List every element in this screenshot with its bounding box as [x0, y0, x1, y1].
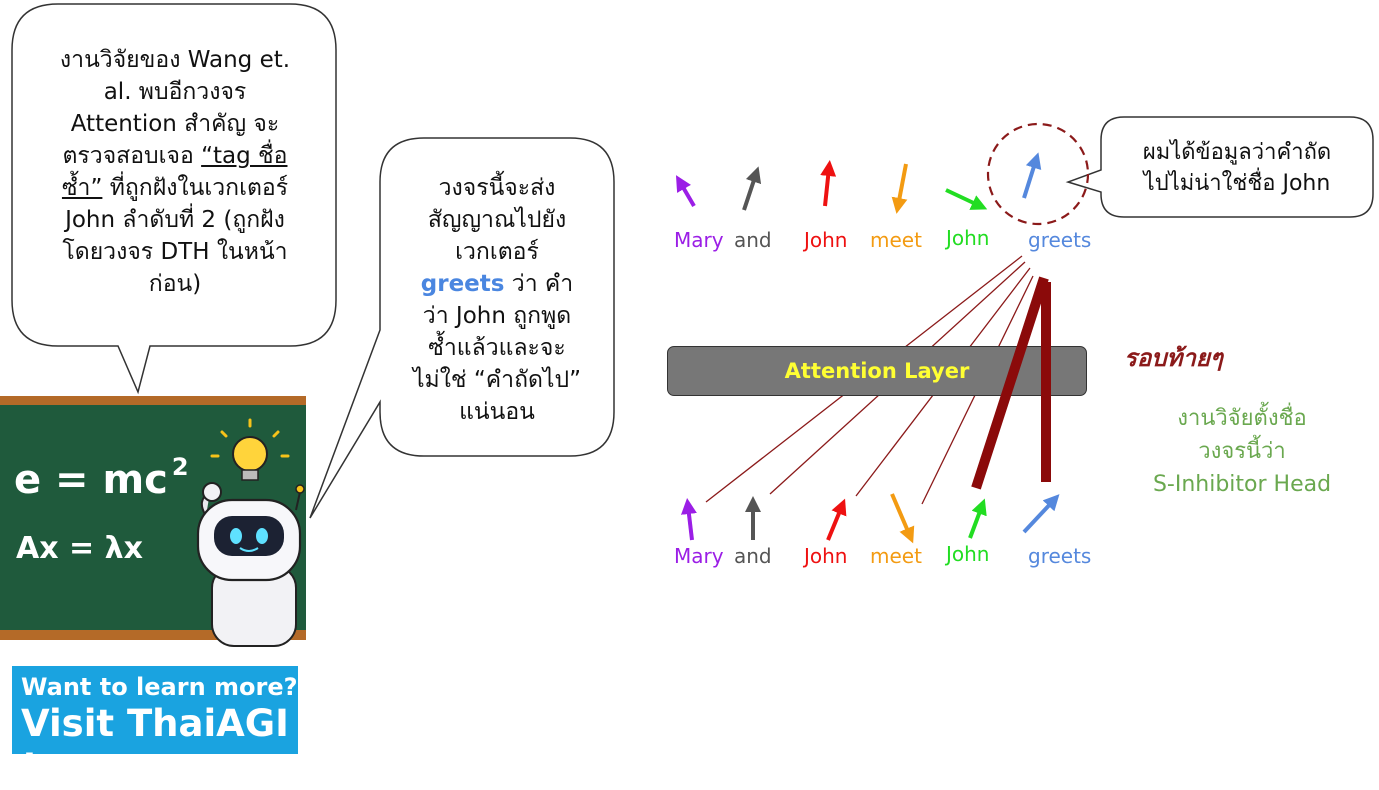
- banner-line-2: Visit ThaiAGI !: [21, 702, 289, 789]
- greets-highlight: greets: [420, 271, 505, 297]
- attention-line-strong: [971, 276, 1049, 490]
- middle-bubble-line: แน่นอน: [459, 399, 535, 425]
- research-note: งานวิจัยตั้งชื่อ วงจรนี้ว่า S-Inhibitor …: [1130, 402, 1354, 501]
- left-bubble-line: Attention สำคัญ จะ: [70, 111, 280, 137]
- right-speech-bubble: [1065, 116, 1374, 218]
- middle-speech-bubble: [309, 137, 615, 519]
- research-note-line: S-Inhibitor Head: [1152, 472, 1332, 497]
- thaiagi-banner[interactable]: Want to learn more? Visit ThaiAGI !: [12, 666, 298, 789]
- middle-bubble-line: greets ว่า คำ: [388, 268, 606, 300]
- token-bottom: John: [804, 544, 848, 568]
- arrow-icon: [826, 498, 847, 541]
- left-bubble-line: ตรวจสอบเจอ “tag ชื่อ: [30, 140, 320, 172]
- late-layers-label: รอบท้ายๆ: [1124, 344, 1223, 372]
- arrow-icon: [680, 498, 697, 541]
- robot-icon: [196, 482, 305, 647]
- arrow-icon: [968, 498, 987, 539]
- attention-layer-label: Attention Layer: [784, 359, 970, 383]
- token-arrows: [675, 152, 1060, 544]
- left-bubble-fragment: ที่ถูกฝังในเวกเตอร์: [102, 175, 289, 201]
- left-bubble-text: งานวิจัยของ Wang et. al. พบอีกวงจร Atten…: [30, 44, 320, 300]
- middle-bubble-line: วงจรนี้จะส่ง: [438, 175, 556, 201]
- left-speech-bubble: [11, 3, 337, 395]
- lightbulb-icon: [210, 418, 290, 481]
- token-top: greets: [1028, 228, 1092, 252]
- arrow-icon: [890, 493, 915, 544]
- middle-bubble-line: ว่า John ถูกพูด: [422, 303, 572, 329]
- middle-bubble-fragment: ว่า คำ: [504, 271, 574, 297]
- left-bubble-line: John ลำดับที่ 2 (ถูกฝัง: [65, 207, 285, 233]
- robot-illustration: [196, 418, 305, 647]
- left-bubble-underlined: ซ้ำ”: [61, 175, 103, 201]
- token-bottom: greets: [1028, 544, 1092, 568]
- left-bubble-line: al. พบอีกวงจร: [103, 79, 247, 105]
- middle-bubble-text: วงจรนี้จะส่ง สัญญาณไปยัง เวกเตอร์ greets…: [388, 172, 606, 428]
- bubbles-layer: [11, 3, 1374, 519]
- arrow-icon: [1022, 152, 1042, 199]
- equation-eigen: Ax = λx: [16, 531, 143, 566]
- left-bubble-fragment: ตรวจสอบเจอ: [62, 143, 202, 169]
- right-bubble-line: ผมได้ข้อมูลว่าคำถัด: [1142, 140, 1332, 165]
- token-top: and: [734, 228, 772, 252]
- middle-bubble-line: เวกเตอร์: [455, 239, 539, 265]
- token-top: meet: [870, 228, 922, 252]
- equation-text: e = mc: [14, 457, 168, 503]
- left-bubble-line: ซ้ำ” ที่ถูกฝังในเวกเตอร์: [30, 172, 320, 204]
- banner-line-1: Want to learn more?: [21, 673, 298, 701]
- middle-bubble-line: ซ้ำแล้วและจะ: [428, 335, 566, 361]
- token-top: John: [946, 226, 990, 250]
- middle-bubble-line: ไม่ใช่ “คำถัดไป”: [412, 367, 582, 393]
- arrow-icon: [820, 160, 837, 207]
- arrow-icon: [1022, 494, 1060, 534]
- middle-bubble-line: สัญญาณไปยัง: [427, 207, 567, 233]
- left-bubble-line: โดยวงจร DTH ในหน้า: [62, 239, 288, 265]
- arrow-icon: [891, 163, 908, 214]
- token-bottom: Mary: [674, 544, 724, 568]
- arrow-icon: [945, 188, 988, 210]
- research-note-line: วงจรนี้ว่า: [1198, 439, 1286, 464]
- attention-lines-strong: [971, 276, 1051, 490]
- left-bubble-underlined: “tag ชื่อ: [201, 143, 288, 169]
- research-note-line: งานวิจัยตั้งชื่อ: [1177, 406, 1307, 431]
- token-top: Mary: [674, 228, 724, 252]
- equation-superscript: 2: [171, 453, 189, 481]
- token-bottom: meet: [870, 544, 922, 568]
- token-bottom: John: [946, 542, 990, 566]
- arrow-icon: [742, 166, 762, 211]
- right-bubble-text: ผมได้ข้อมูลว่าคำถัด ไปไม่น่าใช่ชื่อ John: [1108, 137, 1366, 199]
- arrow-icon: [675, 175, 696, 208]
- left-bubble-line: ก่อน): [148, 271, 202, 297]
- focus-dashed-circle: [986, 122, 1090, 226]
- token-bottom: and: [734, 544, 772, 568]
- token-top: John: [804, 228, 848, 252]
- left-bubble-line: งานวิจัยของ Wang et.: [59, 47, 291, 73]
- right-bubble-line: ไปไม่น่าใช่ชื่อ John: [1143, 171, 1331, 196]
